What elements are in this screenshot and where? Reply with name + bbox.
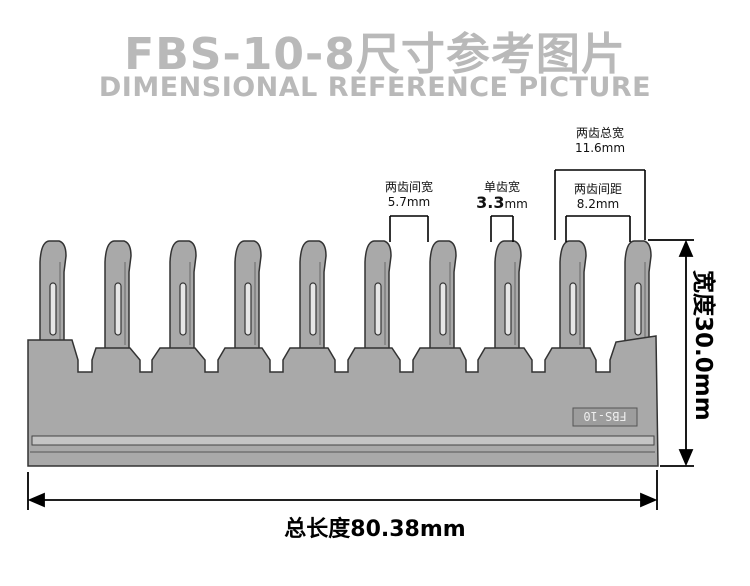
tooth — [559, 240, 587, 353]
tooth — [494, 240, 522, 353]
base-groove — [31, 435, 655, 446]
marking-plate — [572, 407, 638, 427]
dim-two-teeth-span — [389, 215, 429, 242]
teeth-group — [39, 240, 652, 353]
label-two-teeth-span: 两齿间宽 5.7mm — [384, 180, 433, 209]
total-length-label: 总长度80.38mm — [284, 517, 466, 542]
dim-two-teeth-total — [554, 169, 646, 240]
tooth — [364, 240, 392, 353]
dim-two-teeth-pitch — [565, 215, 631, 242]
tooth — [299, 240, 327, 353]
dim-single-tooth — [490, 215, 514, 242]
label-two-teeth-pitch: 两齿间距 8.2mm — [573, 182, 622, 211]
page-title: FBS-10-8尺寸参考图片 — [124, 29, 626, 80]
tooth — [429, 240, 457, 353]
page-subtitle: DIMENSIONAL REFERENCE PICTURE — [98, 72, 652, 103]
tooth — [624, 240, 652, 353]
tooth — [169, 240, 197, 353]
dim-width — [648, 239, 694, 467]
busbar-base — [27, 335, 659, 467]
part-marking: FBS-10 — [583, 409, 626, 423]
tooth — [234, 240, 262, 353]
label-two-teeth-total: 两齿总宽 11.6mm — [574, 126, 626, 155]
width-label: 宽度30.0mm — [690, 270, 716, 421]
dim-total-length — [27, 470, 658, 510]
label-single-tooth: 单齿宽 3.3mm — [476, 180, 528, 212]
tooth — [39, 240, 67, 353]
tooth — [104, 240, 132, 353]
